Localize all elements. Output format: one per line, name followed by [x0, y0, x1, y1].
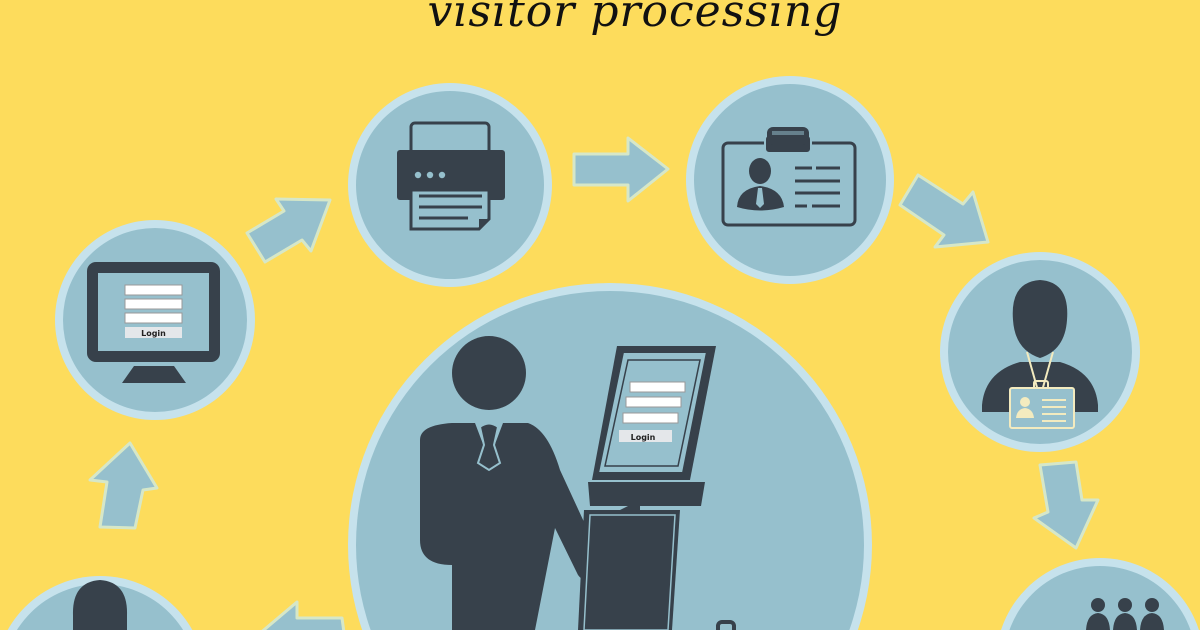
printer-icon: [397, 121, 505, 231]
id-card-icon: [721, 127, 857, 227]
monitor-login-label: Login: [141, 329, 166, 338]
step-badge-wearer: [940, 252, 1140, 452]
step-group: [1001, 558, 1199, 630]
person-with-badge-icon: [982, 280, 1098, 429]
person-icon: [72, 580, 128, 630]
step-print: [348, 83, 552, 287]
people-group-icon: [1086, 598, 1164, 630]
step-badge: [686, 76, 894, 284]
arrow-down-right-icon: [898, 173, 990, 249]
step-register: Login: [55, 220, 255, 420]
arrow-left-icon: [261, 600, 346, 630]
arrow-up-icon: [88, 441, 159, 530]
step-check-in-kiosk: Login: [348, 283, 872, 630]
person-at-kiosk-icon: Login: [420, 336, 736, 630]
arrow-right-icon: [572, 136, 670, 203]
kiosk-login-label: Login: [631, 433, 656, 442]
arrow-down-icon: [1032, 460, 1100, 550]
diagram-title: visitor processing: [427, 0, 843, 37]
monitor-login-icon: Login: [87, 262, 220, 383]
arrow-up-right-icon: [245, 197, 332, 264]
step-visitor: [7, 576, 193, 630]
